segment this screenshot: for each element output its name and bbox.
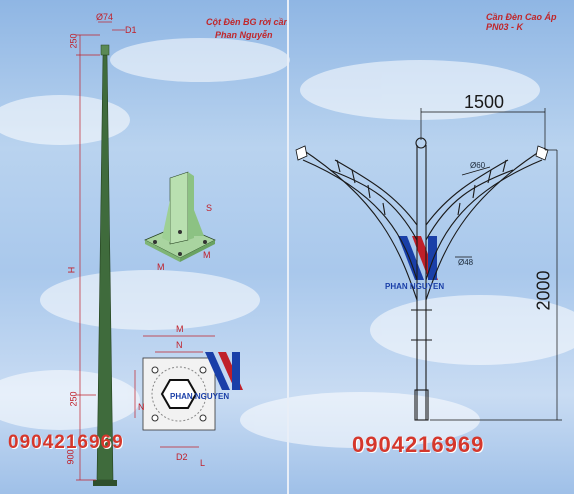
right-title: Cần Đèn Cao Áp PN03 - K [486, 12, 557, 32]
lamp-arm-drawing [299, 137, 546, 421]
panel-divider [287, 0, 289, 494]
label-250-bottom: 250 [68, 391, 79, 407]
base-dimension-lines [134, 335, 215, 448]
logo-mark-left [205, 352, 243, 390]
left-title-line1: Cột Đèn BG rời cần [206, 17, 290, 27]
logo-text-right: PHAN NGUYEN [385, 282, 445, 291]
dim-width-1500: 1500 [464, 92, 505, 112]
label-m-iso-left: M [157, 262, 165, 272]
label-d2: D2 [176, 452, 188, 462]
logo-mark-right [398, 236, 438, 280]
label-n-top: N [176, 340, 183, 350]
label-d74: Ø74 [96, 12, 114, 22]
label-m-top: M [176, 324, 184, 334]
phone-left: 0904216969 [8, 432, 124, 453]
left-title-line2: Phan Nguyễn [215, 30, 273, 40]
arm-dimension-lines [420, 108, 562, 421]
pole-dimension-lines [76, 21, 125, 481]
label-h: H [66, 266, 77, 274]
cloud-background [0, 38, 574, 448]
label-250-top: 250 [68, 33, 79, 49]
dim-height-2000: 2000 [533, 270, 554, 311]
lamp-tip-right [535, 145, 549, 161]
base-isometric [144, 171, 216, 262]
base-top-view [142, 357, 216, 431]
label-d60: Ø60 [470, 161, 486, 170]
label-l: L [200, 458, 206, 468]
label-n-side: N [138, 402, 145, 412]
label-m-iso-right: M [203, 250, 211, 260]
label-d48: Ø48 [458, 258, 474, 267]
label-d1: D1 [125, 25, 137, 35]
phone-right: 0904216969 [352, 432, 485, 457]
logo-text-left: PHAN NGUYEN [170, 392, 230, 401]
label-s: S [206, 203, 213, 213]
pole-elevation [93, 44, 117, 486]
lamp-tip-left [295, 145, 308, 161]
